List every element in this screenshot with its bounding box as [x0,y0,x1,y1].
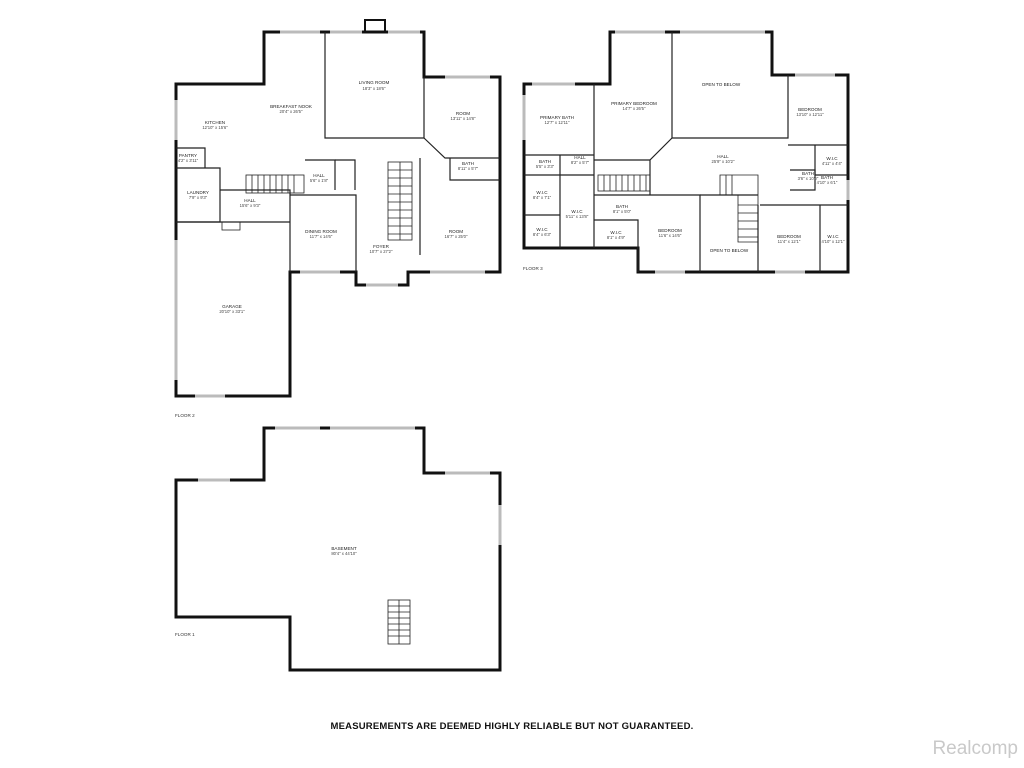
room-name: GARAGE [222,304,242,309]
room-dims: 8'4" x 7'1" [533,195,552,200]
room-name: BATH [821,175,833,180]
room-dims: 12'10" x 15'6" [202,125,228,130]
room-dims: 3'6" x 10'0" [798,176,819,181]
room-dims: 8'1" x 4'9" [607,235,626,240]
room-dims: 10'7" x 27'2" [370,249,393,254]
room-name: BATH [539,159,551,164]
room-name: HALL [244,198,256,203]
room-dims: 5'5" x 3'3" [536,164,555,169]
room-name: BEDROOM [777,234,801,239]
floor-3-plan: PRIMARY BEDROOM 14'7" x 26'5" OPEN TO BE… [522,30,850,274]
room-dims: 8'2" x 5'7" [571,160,590,165]
room-name: ROOM [456,111,470,116]
room-dims: 80'4" x 44'10" [331,551,357,556]
floor-1-plan: BASEMENT 80'4" x 44'10" FLOOR 1 [174,426,502,672]
room-name: OPEN TO BELOW [702,82,741,87]
room-dims: 8'11" x 5'7" [458,166,479,171]
room-name: OPEN TO BELOW [710,248,749,253]
room-dims: 15'6" x 9'3" [240,203,261,208]
room-name: PANTRY [179,153,197,158]
room-name: BEDROOM [658,228,682,233]
room-name: BEDROOM [798,107,822,112]
room-dims: 8'4" x 6'3" [533,232,552,237]
room-name: W.I.C [610,230,622,235]
room-dims: 11'7" x 14'6" [310,234,333,239]
room-dims: 13'10" x 12'11" [796,112,824,117]
room-name: BATH [616,204,628,209]
floor-2-label: FLOOR 2 [175,413,195,418]
room-name: LAUNDRY [187,190,209,195]
room-dims: 20'4" x 26'5" [280,109,303,114]
room-name: KITCHEN [205,120,225,125]
room-dims: 25'9" x 10'2" [712,159,735,164]
room-dims: 5'11" x 13'8" [566,214,589,219]
room-dims: 14'7" x 26'5" [623,106,646,111]
room-name: DINING ROOM [305,229,337,234]
room-dims: 4'10" x 12'1" [822,239,845,244]
room-name: BATH [802,171,814,176]
room-dims: 11'6" x 14'6" [659,233,682,238]
room-name: ROOM [449,229,463,234]
room-dims: 4'10" x 6'1" [817,180,838,185]
room-dims: 11'4" x 12'1" [778,239,801,244]
room-name: W.I.C [827,234,839,239]
room-name: HALL [717,154,729,159]
floor-1-label: FLOOR 1 [175,632,195,637]
room-dims: 16'7" x 25'0" [445,234,468,239]
room-dims: 13'11" x 14'8" [451,116,476,121]
room-name: PRIMARY BEDROOM [611,101,657,106]
room-dims: 4'2" x 3'11" [178,158,199,163]
room-name: BATH [462,161,474,166]
room-name: W.I.C [826,156,838,161]
room-name: BASEMENT [331,546,356,551]
room-dims: 12'7" x 12'11" [545,120,570,125]
room-name: W.I.C [536,190,548,195]
room-name: HALL [313,173,325,178]
room-dims: 20'10" x 33'1" [219,309,245,314]
room-name: BREAKFAST NOOK [270,104,313,109]
room-name: HALL [574,155,586,160]
floor-3-label: FLOOR 3 [523,266,543,271]
room-name: FOYER [373,244,390,249]
realcomp-watermark: Realcomp [932,738,1018,759]
room-name: PRIMARY BATH [540,115,574,120]
room-name: W.I.C [536,227,548,232]
room-dims: 5'6" x 1'8" [310,178,329,183]
measurement-disclaimer: MEASUREMENTS ARE DEEMED HIGHLY RELIABLE … [330,721,694,732]
floor-2-plan: LIVING ROOM 18'3" x 18'6" KITCHEN 12'10"… [174,19,502,418]
room-dims: 8'1" x 5'0" [613,209,632,214]
room-dims: 18'3" x 18'6" [363,86,386,91]
room-dims: 7'9" x 9'3" [189,195,208,200]
room-name: W.I.C [571,209,583,214]
room-dims: 4'11" x 4'4" [822,161,843,166]
room-name: LIVING ROOM [359,80,390,85]
